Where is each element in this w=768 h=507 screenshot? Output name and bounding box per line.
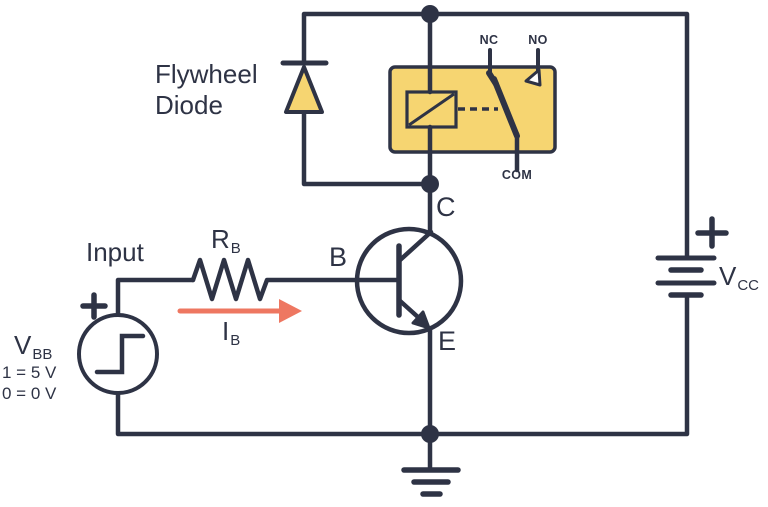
- step-waveform: [94, 333, 146, 375]
- input-label: Input: [86, 237, 144, 267]
- logic-high-label: 1 = 5 V: [2, 363, 57, 382]
- bottom-rail: [115, 292, 690, 437]
- rb-label: RB: [211, 224, 241, 257]
- flywheel-diode-label-line1: Flywheel: [155, 59, 258, 89]
- vbb-sub: BB: [32, 346, 53, 363]
- relay-com-label: COM: [501, 168, 533, 182]
- input-wire: [115, 277, 196, 318]
- collector-pin-label: C: [436, 192, 456, 222]
- npn-transistor-symbol: [190, 226, 464, 336]
- diode-triangle: [284, 65, 324, 114]
- emitter-diagonal: [396, 297, 422, 321]
- vcc-label: VCC: [719, 261, 760, 294]
- ib-label: IB: [222, 316, 241, 349]
- flywheel-diode-label: Flywheel Diode: [155, 59, 258, 121]
- junction-dot: [421, 5, 439, 23]
- junction-dot: [421, 425, 439, 443]
- wires: [115, 11, 690, 437]
- relay-switch: [486, 48, 542, 173]
- vbb-main: V: [14, 330, 32, 360]
- no-contact: [524, 68, 542, 87]
- vbb-label: VBB: [14, 330, 53, 363]
- junction-dot: [421, 175, 439, 193]
- switch-blade: [491, 76, 520, 139]
- flywheel-diode-symbol: [280, 60, 329, 114]
- relay-no-label: NO: [528, 33, 548, 47]
- flywheel-diode-label-line2: Diode: [155, 90, 223, 120]
- junction-dots: [421, 5, 439, 443]
- ib-main: I: [222, 316, 230, 346]
- logic-low-label: 0 = 0 V: [2, 384, 57, 403]
- relay-nc-label: NC: [479, 33, 499, 47]
- base-resistor-symbol: [190, 257, 402, 302]
- vcc-main: V: [719, 261, 737, 291]
- collector-diagonal: [396, 229, 434, 264]
- current-arrow-icon: [177, 299, 302, 323]
- step-source-symbol: [77, 292, 159, 395]
- emitter-pin-label: E: [438, 326, 457, 356]
- ground-icon: [401, 431, 461, 497]
- vbb-logic-levels: 1 = 5 V 0 = 0 V: [2, 362, 56, 404]
- battery-symbol: [655, 216, 729, 298]
- top-rail: [301, 11, 690, 261]
- relay-coil: [405, 90, 498, 129]
- plus-icon: [80, 292, 108, 320]
- rb-sub: B: [230, 240, 241, 257]
- ib-sub: B: [230, 332, 241, 349]
- rb-main: R: [211, 224, 230, 254]
- plus-icon: [695, 216, 729, 249]
- vcc-sub: CC: [737, 277, 760, 294]
- diode-return-wire: [301, 109, 433, 187]
- base-pin-label: B: [329, 242, 348, 272]
- emitter-arrowhead: [411, 310, 431, 330]
